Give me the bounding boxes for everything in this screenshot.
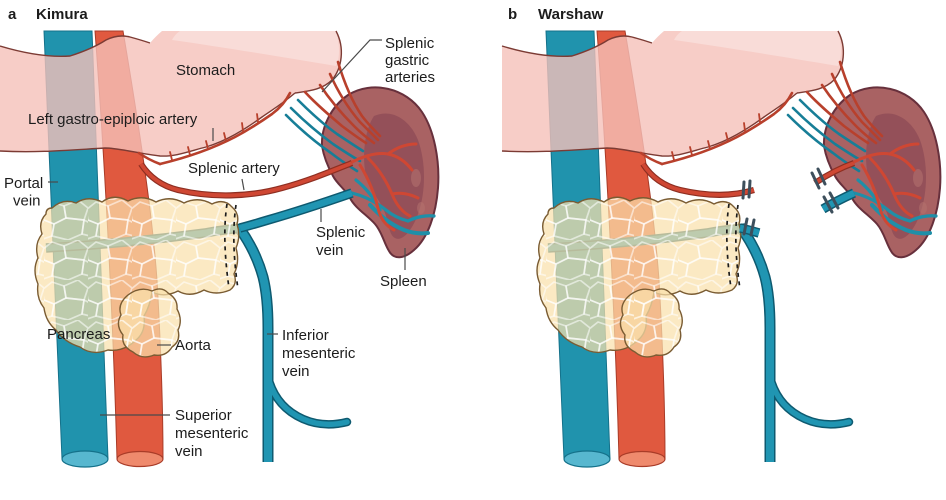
clip-splenic-vein-hilar [828, 191, 840, 210]
label-splenic-vein: Splenic vein [316, 209, 366, 259]
clip-splenic-vein-pancreatic [749, 218, 756, 237]
clip-splenic-artery-proximal [741, 180, 746, 200]
label-line: vein [316, 242, 344, 259]
splenic-vein-trunk [239, 189, 354, 232]
label-aorta: Aorta [175, 337, 212, 354]
label-line: Inferior [282, 327, 329, 344]
label-line: Splenic [316, 224, 366, 241]
panel-b-title: Warshaw [538, 6, 604, 23]
panel-a-title: Kimura [36, 6, 88, 23]
label-line: arteries [385, 69, 435, 86]
splenic-artery-trunk [139, 161, 353, 198]
splenic-gastric-leader-line [321, 39, 382, 93]
label-line: Portal [4, 175, 43, 192]
panel-a-labels: a Kimura Stomach Left gastro-epiploic ar… [4, 6, 435, 460]
surgical-clips [741, 167, 840, 237]
label-splenic-gastric-arteries: Splenic gastric arteries [321, 35, 435, 93]
splenic-artery-proximal-stub [641, 162, 755, 197]
label-line: Splenic [385, 35, 435, 52]
label-splenic-artery: Splenic artery [188, 160, 280, 177]
label-line: Superior [175, 407, 232, 424]
label-line: vein [13, 193, 41, 210]
label-spleen: Spleen [380, 273, 427, 290]
clip-splenic-vein-hilar [822, 195, 834, 214]
label-line: vein [282, 363, 310, 380]
splenic-vein-hilar-stub [821, 190, 856, 212]
splenic-artery-leader-line [241, 178, 245, 191]
clip-splenic-artery-proximal [747, 179, 752, 199]
label-left-gastro-epiploic-artery: Left gastro-epiploic artery [28, 111, 198, 128]
label-portal-vein: Portal vein [4, 175, 58, 210]
label-inferior-mesenteric-vein: Inferior mesenteric vein [267, 327, 356, 380]
label-line: mesenteric [282, 345, 356, 362]
clip-splenic-vein-pancreatic [742, 217, 749, 236]
label-superior-mesenteric-vein: Superior mesenteric vein [100, 407, 249, 460]
clip-splenic-artery-hilar [816, 167, 827, 186]
label-line: vein [175, 443, 203, 460]
label-line: mesenteric [175, 425, 249, 442]
label-line: gastric [385, 52, 430, 69]
panel-a-vessels [138, 160, 354, 233]
label-pancreas: Pancreas [47, 326, 110, 343]
panel-b-vessels [640, 160, 856, 238]
splenic-artery-hilar-stub [813, 161, 855, 185]
clip-splenic-artery-hilar [810, 171, 821, 190]
panel-b-letter: b [508, 6, 517, 23]
splenic-vein-pancreatic-stub [739, 224, 760, 237]
label-stomach: Stomach [176, 62, 235, 79]
panel-a-letter: a [8, 6, 17, 23]
panel-b-labels: b Warshaw [508, 6, 604, 23]
